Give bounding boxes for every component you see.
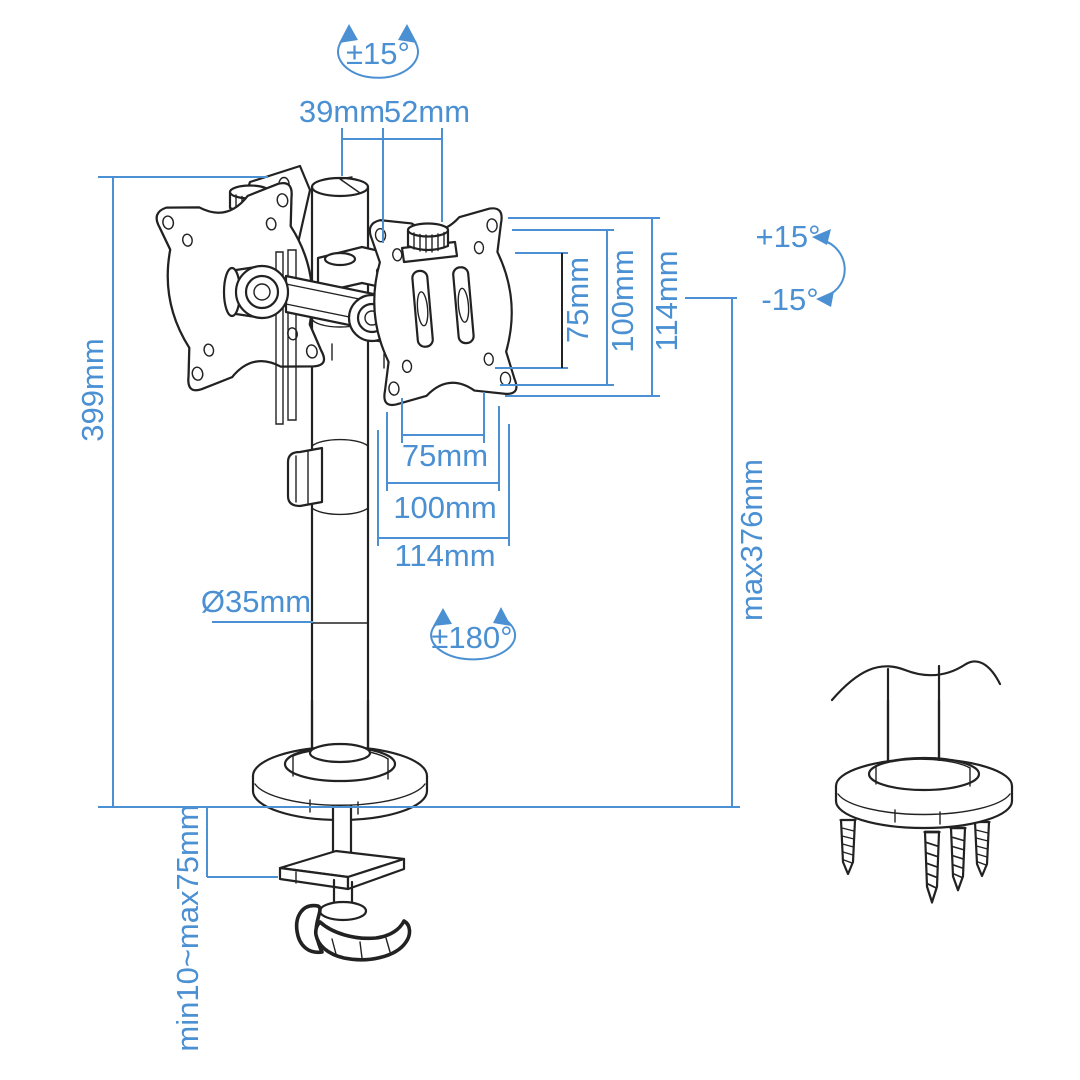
tilt-symbol: +15° -15° [685,219,846,317]
dimension-annotations: ±15° 39mm 52mm 399mm 75 [75,24,846,1052]
dim-pole-diameter: Ø35mm [201,584,311,619]
pole-break-line [830,660,1002,702]
offset-dimensions: 39mm 52mm [299,94,470,243]
dim-vesa-width-100: 100mm [393,490,496,525]
cable-clip [286,446,324,508]
vesa-plate-left-slots [275,249,297,425]
pole-diameter-dimension: Ø35mm [201,584,313,623]
arm-height-dimension: 399mm [75,176,268,807]
dim-tilt-up: +15° [756,219,821,254]
dim-rotation-top: ±15° [346,36,410,71]
dim-vesa-height-75: 75mm [560,257,595,343]
dim-max-height: max376mm [734,459,769,621]
desk-clamp [278,804,412,962]
wood-screw [948,826,968,892]
dual-monitor-arm-drawing [150,164,521,962]
vesa-vertical-dimensions: 75mm 100mm 114mm [495,217,684,397]
dim-offset-52: 52mm [384,94,470,129]
dim-tilt-down: -15° [761,282,818,317]
dim-vesa-width-75: 75mm [402,438,488,473]
dim-vesa-height-100: 100mm [605,249,640,352]
wood-screw [838,818,858,876]
dim-plate-width-114: 114mm [394,538,495,573]
dim-desk-thickness: min10~max75mm [170,804,205,1051]
right-thumbscrew [406,222,450,254]
max-height-dimension: max376mm [731,298,769,807]
rotation-symbol-swivel: ±180° [430,607,517,661]
wood-screw [922,830,942,904]
dim-offset-39: 39mm [299,94,385,129]
grommet-base-drawing [830,660,1014,904]
dim-plate-height-114: 114mm [649,250,684,351]
dim-arm-height: 399mm [75,338,110,441]
desk-thickness-dimension: min10~max75mm [170,804,278,1052]
vesa-horizontal-dimensions: 75mm 100mm 114mm [377,392,510,573]
base-disc [251,698,429,822]
dim-swivel-rotation: ±180° [431,620,512,655]
rotation-symbol-top: ±15° [337,24,419,79]
wood-screw [972,820,992,878]
